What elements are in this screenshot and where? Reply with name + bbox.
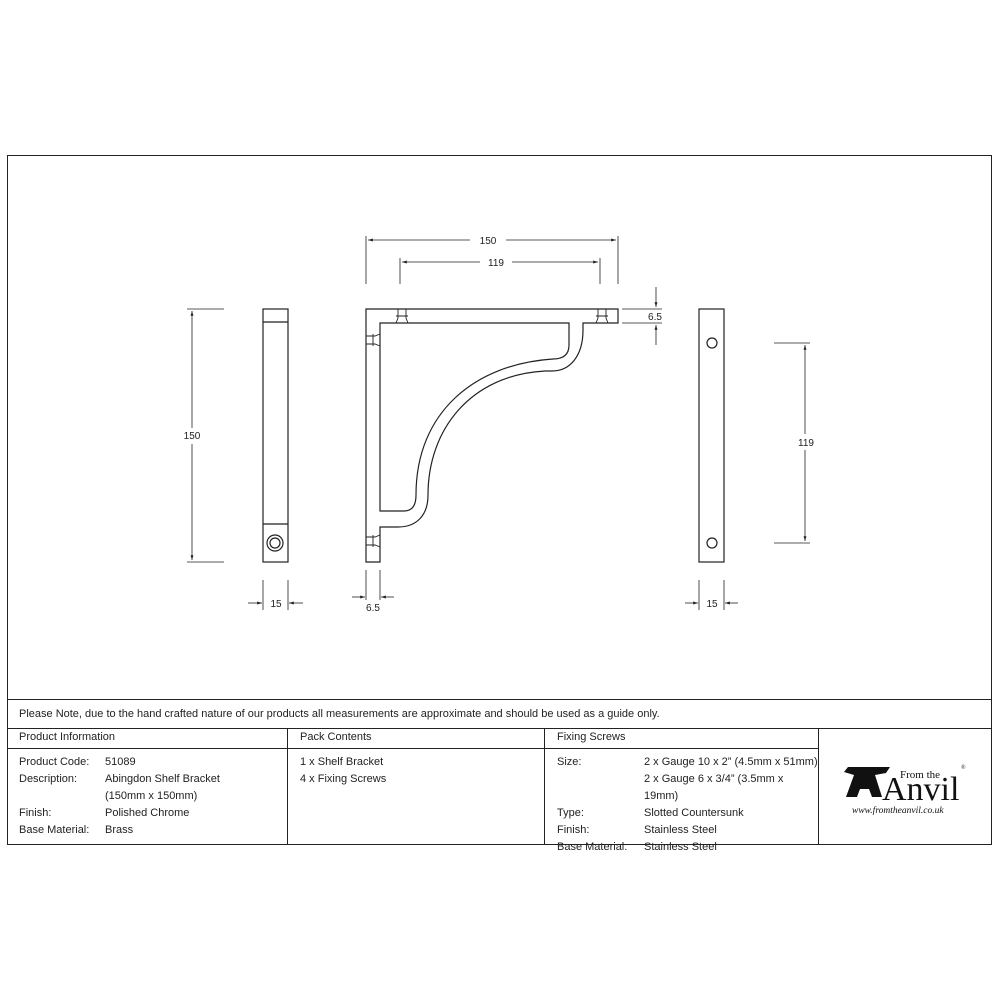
measurement-note: Please Note, due to the hand crafted nat… [7,699,992,729]
dim-top-hole-spacing: 119 [488,258,504,269]
dim-back-width: 15 [706,599,718,610]
screw-row: Size:2 x Gauge 10 x 2” (4.5mm x 51mm) [557,756,818,768]
info-row: (150mm x 150mm) [105,790,198,802]
info-row: Base Material:Brass [19,824,134,836]
dim-front-thickness: 6.5 [366,603,380,614]
divider [287,729,288,845]
pack-item: 1 x Shelf Bracket [300,756,384,768]
screw-row: Finish:Stainless Steel [557,824,717,836]
from-the-anvil-logo: From the Anvil ® www.fromtheanvil.co.uk [844,764,966,816]
pack-item: 4 x Fixing Screws [300,773,387,785]
svg-text:®: ® [961,764,966,771]
screw-row: 2 x Gauge 6 x 3/4” (3.5mm x 19mm) [644,773,784,802]
fixing-screws-section: Fixing Screws Size:2 x Gauge 10 x 2” (4.… [545,729,819,853]
dim-side-width: 15 [270,599,282,610]
pack-contents-section: Pack Contents 1 x Shelf Bracket 4 x Fixi… [288,729,545,845]
technical-drawing: 150 119 6.5 150 15 6.5 15 119 [184,236,814,614]
screw-row: Type:Slotted Countersunk [557,807,744,819]
dim-back-hole-spacing: 119 [798,438,814,449]
info-row: Description:Abingdon Shelf Bracket [19,773,220,785]
product-information-header: Product Information [7,729,288,749]
svg-text:www.fromtheanvil.co.uk: www.fromtheanvil.co.uk [852,805,944,816]
divider [818,729,819,845]
pack-contents-header: Pack Contents [288,729,545,749]
drawing-frame [7,155,992,845]
bracket-front-view [365,308,619,563]
screw-row: Base Material:Stainless Steel [557,841,717,853]
info-row: Finish:Polished Chrome [19,807,190,819]
info-row: Product Code:51089 [19,756,136,768]
fixing-screws-header: Fixing Screws [545,729,819,749]
dim-top-overall: 150 [480,236,497,247]
svg-text:Anvil: Anvil [882,771,959,808]
side-view-left [262,308,289,563]
dim-side-height: 150 [184,431,201,442]
svg-text:From the: From the [900,769,940,781]
product-information-section: Product Information Product Code:51089 D… [7,729,288,845]
back-view-right [698,308,725,563]
dim-thickness-right: 6.5 [648,312,662,323]
anvil-icon [844,767,890,797]
divider [544,729,545,845]
